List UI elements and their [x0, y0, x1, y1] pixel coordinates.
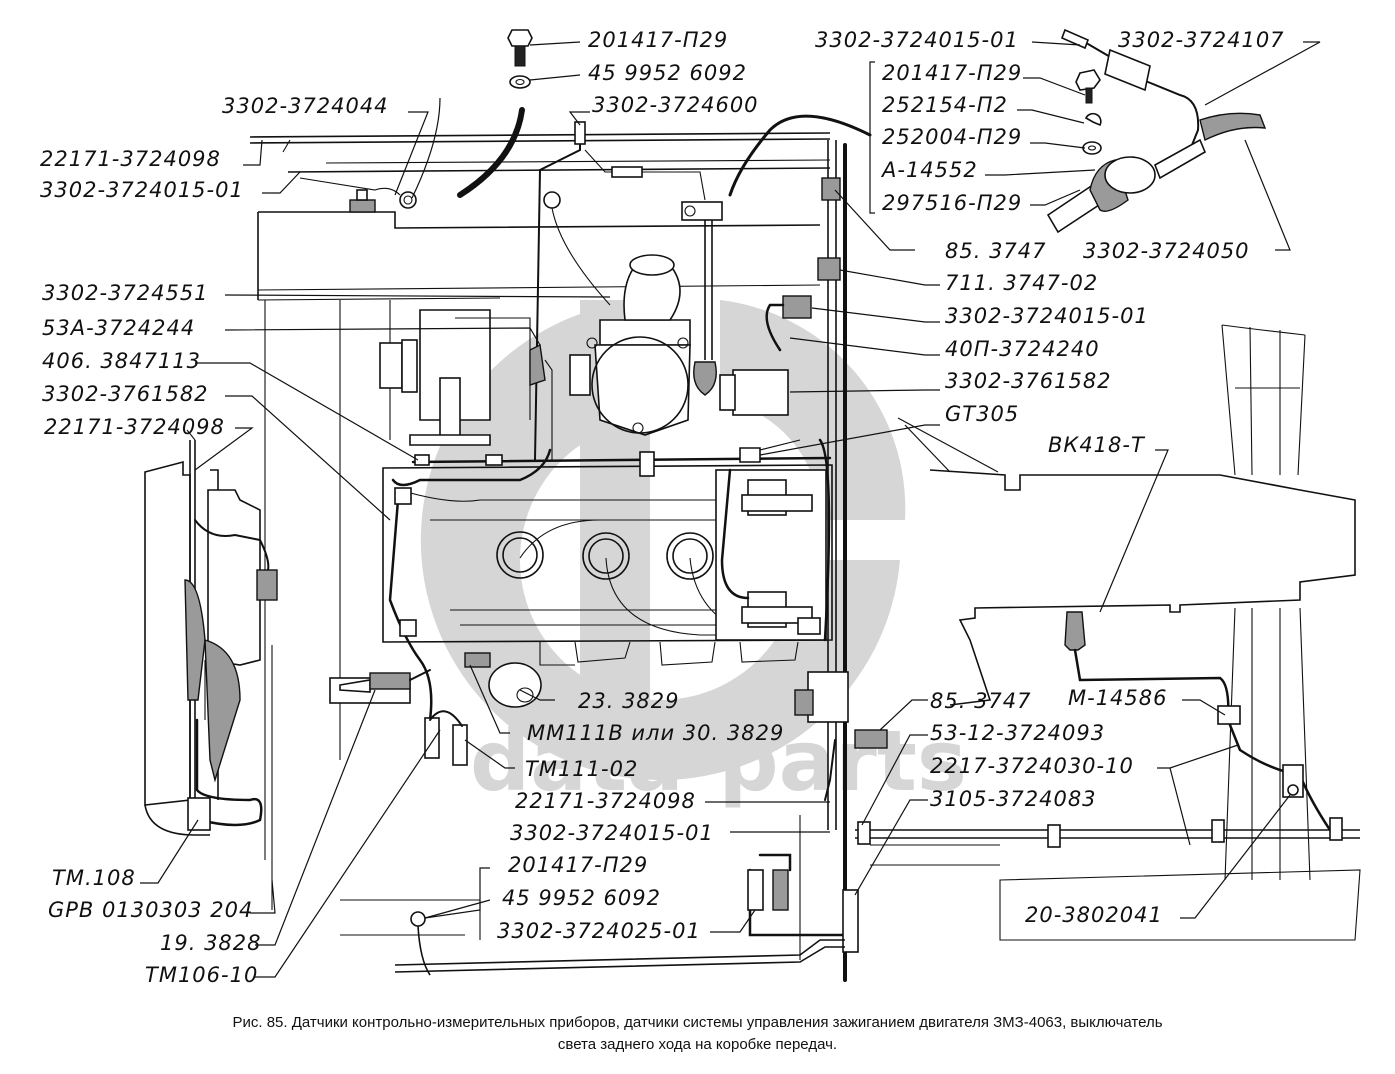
label-3302-3724107: 3302-3724107 — [1118, 28, 1285, 52]
label-3302-3724015-01-c: 3302-3724015-01 — [945, 304, 1149, 328]
watermark-text: data-parts — [470, 712, 967, 810]
labels-bottom-right: 85. 3747 М-14586 53-12-3724093 2217-3724… — [930, 686, 1168, 927]
label-297516-P29: 297516-П29 — [882, 191, 1022, 215]
label-MM111B-or-30-3829: ММ111В или 30. 3829 — [527, 721, 784, 745]
label-BK418-T: ВК418-Т — [1048, 433, 1146, 457]
labels-left: 3302-3724044 22171-3724098 3302-3724015-… — [40, 94, 389, 987]
label-3302-3724015-01-a: 3302-3724015-01 — [40, 178, 244, 202]
valve-cover — [382, 438, 833, 722]
label-19-3828: 19. 3828 — [160, 931, 262, 955]
labels-top-center: 201417-П29 45 9952 6092 3302-3724600 — [588, 28, 759, 117]
labels-top-right: 3302-3724015-01 3302-3724107 201417-П29 … — [815, 28, 1285, 263]
label-22171-3724098-c: 22171-3724098 — [515, 789, 696, 813]
label-3302-3724050: 3302-3724050 — [1083, 239, 1250, 263]
label-TM108: ТМ.108 — [52, 866, 136, 890]
label-53A-3724244: 53А-3724244 — [42, 316, 195, 340]
label-85-3747-a: 85. 3747 — [945, 239, 1047, 263]
label-3302-3724044: 3302-3724044 — [222, 94, 389, 118]
wiring-diagram: data-parts — [40, 28, 1361, 987]
label-22171-3724098-b: 22171-3724098 — [44, 415, 225, 439]
label-3302-3724600: 3302-3724600 — [592, 93, 759, 117]
label-53-12-3724093: 53-12-3724093 — [930, 721, 1105, 745]
label-3302-3761582-b: 3302-3761582 — [945, 369, 1112, 393]
gearbox — [855, 324, 1361, 941]
label-201417-P29-a: 201417-П29 — [588, 28, 728, 52]
label-2217-3724030-10: 2217-3724030-10 — [930, 754, 1134, 778]
radiator-fan — [144, 440, 278, 910]
label-M-14586: М-14586 — [1068, 686, 1168, 710]
caption-line-1: Рис. 85. Датчики контрольно-измерительны… — [232, 1014, 1163, 1031]
throttle-body — [569, 220, 789, 436]
alternator — [379, 309, 553, 460]
label-3302-3724025-01: 3302-3724025-01 — [497, 919, 701, 943]
engine-bay-frame — [249, 132, 831, 860]
label-406-3847113: 406. 3847113 — [42, 349, 201, 373]
label-22171-3724098-a: 22171-3724098 — [40, 147, 221, 171]
label-45-9952-6092-a: 45 9952 6092 — [588, 61, 747, 85]
lower-sensors — [329, 652, 542, 766]
label-201417-P29-b: 201417-П29 — [882, 61, 1022, 85]
label-20-3802041: 20-3802041 — [1025, 903, 1163, 927]
misc-upper-left — [186, 139, 417, 441]
label-40P-3724240: 40П-3724240 — [945, 337, 1100, 361]
leader-lines — [140, 41, 1321, 978]
upper-harness — [534, 114, 872, 982]
label-3105-3724083: 3105-3724083 — [930, 787, 1097, 811]
label-GPB-0130303204: GPB 0130303 204 — [48, 898, 253, 922]
label-23-3829: 23. 3829 — [578, 689, 680, 713]
label-3302-3724015-01-d: 3302-3724015-01 — [510, 821, 714, 845]
label-GT305: GT305 — [945, 402, 1019, 426]
bolt-201417-top — [457, 29, 533, 198]
label-3302-3724015-01-b: 3302-3724015-01 — [815, 28, 1019, 52]
label-85-3747-b: 85. 3747 — [930, 689, 1032, 713]
label-711-3747-02: 711. 3747-02 — [945, 271, 1098, 295]
label-TM111-02: ТМ111-02 — [525, 757, 638, 781]
lower-harness — [340, 671, 888, 976]
labels-right: 711. 3747-02 3302-3724015-01 40П-3724240… — [945, 271, 1149, 457]
caption-line-2: света заднего хода на коробке передач. — [557, 1036, 838, 1053]
label-45-9952-6092-b: 45 9952 6092 — [502, 886, 661, 910]
label-A-14552: А-14552 — [880, 158, 978, 182]
label-3302-3724551: 3302-3724551 — [42, 281, 209, 305]
label-3302-3761582-a: 3302-3761582 — [42, 382, 209, 406]
labels-bottom-center: 23. 3829 ММ111В или 30. 3829 ТМ111-02 22… — [497, 689, 784, 943]
sensor-assembly-top-right — [1046, 28, 1267, 234]
label-TM106-10: ТМ106-10 — [145, 963, 258, 987]
label-201417-P29-c: 201417-П29 — [508, 853, 648, 877]
label-252154-P2: 252154-П2 — [882, 93, 1008, 117]
label-252004-P29: 252004-П29 — [882, 125, 1022, 149]
figure-caption: Рис. 85. Датчики контрольно-измерительны… — [0, 1012, 1395, 1056]
